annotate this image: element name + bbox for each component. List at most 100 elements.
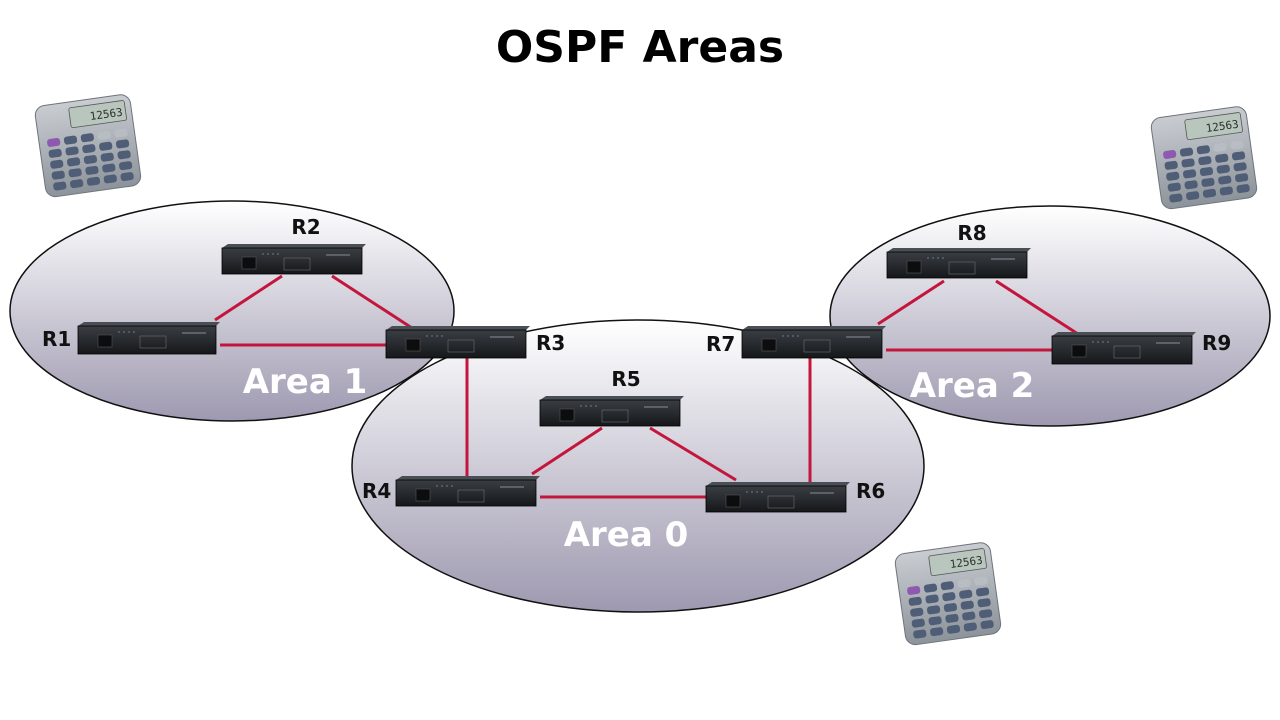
router-top — [78, 322, 220, 326]
calculator-key — [82, 144, 96, 154]
area-0-ellipse — [351, 319, 925, 613]
area-1-label: Area 1 — [243, 362, 368, 402]
calculator-key — [48, 148, 62, 158]
calculator-key — [963, 622, 977, 632]
calculator-icon: 12563 — [1150, 106, 1258, 210]
calculator-key — [1164, 160, 1178, 170]
calculator-key — [119, 161, 133, 171]
router-port-icon — [906, 260, 922, 274]
link-r8-r9 — [995, 279, 1079, 336]
calculator-key — [1167, 182, 1181, 192]
calculator-key — [1215, 153, 1229, 163]
calculator-display: 12563 — [1205, 118, 1240, 135]
router-panel — [803, 339, 831, 353]
router-r5: R5 — [539, 367, 684, 427]
links-layer — [214, 274, 1079, 499]
router-port-icon — [761, 338, 777, 352]
calculator-icon: 12563 — [894, 542, 1002, 646]
calculator-key — [65, 146, 79, 156]
router-top — [887, 248, 1031, 252]
router-label-r7: R7 — [706, 332, 735, 356]
calculator-key — [1163, 149, 1177, 159]
calculator-key — [1216, 164, 1230, 174]
link-r1-r2 — [214, 274, 283, 322]
calculator-key — [1182, 169, 1197, 179]
router-label-r2: R2 — [291, 215, 320, 239]
router-label-r1: R1 — [42, 327, 71, 351]
calculator-key — [943, 603, 958, 612]
calculator-display: 12563 — [949, 554, 984, 571]
router-port-icon — [725, 494, 741, 508]
router-port-icon — [241, 256, 257, 270]
calculator-screen — [1184, 112, 1243, 141]
calculator-key — [1184, 180, 1198, 190]
calculator-key — [923, 583, 938, 593]
calculator-key — [975, 587, 990, 597]
router-panel — [1113, 345, 1141, 359]
calculator-key — [1166, 171, 1180, 181]
calculator-key — [1201, 177, 1215, 187]
router-panel — [283, 257, 311, 271]
calculator-key — [103, 174, 117, 184]
router-r6: R6 — [705, 479, 885, 513]
calculator-key — [63, 135, 78, 145]
router-panel — [948, 261, 976, 275]
calculator-key — [980, 620, 994, 630]
calculator-key — [962, 611, 976, 621]
calculator-key — [86, 176, 101, 186]
calculator-key — [977, 598, 991, 608]
calculator-screen — [68, 100, 127, 129]
router-panel — [601, 409, 629, 423]
calculator-key — [1233, 162, 1247, 172]
calculator-display: 12563 — [89, 106, 124, 123]
calculator-key — [1231, 151, 1246, 161]
calculator-key — [945, 613, 959, 623]
link-r4-r5 — [531, 426, 603, 476]
router-label-r5: R5 — [611, 367, 640, 391]
calculator-key — [960, 600, 974, 610]
calculator-key — [1179, 147, 1194, 157]
calculator-icon: 12563 — [34, 94, 142, 198]
router-top — [222, 244, 366, 248]
calculator-key — [910, 607, 924, 617]
calculator-key — [930, 627, 944, 637]
area-2-label: Area 2 — [910, 366, 1035, 406]
router-port-icon — [559, 408, 575, 422]
calculator-key — [1199, 167, 1214, 176]
calculator-key — [83, 155, 98, 164]
calculator-key — [942, 592, 956, 602]
router-label-r4: R4 — [362, 479, 391, 503]
calculator-key — [117, 150, 131, 160]
calculator-key — [47, 137, 61, 147]
calculator-key — [908, 596, 922, 606]
calculator-key — [1186, 191, 1200, 201]
calculator-key — [925, 594, 939, 604]
calculator-key — [907, 585, 921, 595]
calculator-key — [928, 616, 942, 626]
router-r4: R4 — [362, 476, 540, 507]
link-r7-r8 — [877, 279, 945, 326]
calculator-key — [115, 139, 130, 149]
router-r3: R3 — [385, 326, 565, 359]
link-r5-r6 — [649, 426, 737, 482]
router-port-icon — [405, 338, 421, 352]
router-panel — [457, 489, 485, 503]
calculator-key — [51, 170, 65, 180]
calculator-key — [979, 609, 993, 619]
router-label-r9: R9 — [1202, 331, 1231, 355]
router-label-r6: R6 — [856, 479, 885, 503]
calculator-key — [68, 168, 82, 178]
router-panel — [139, 335, 167, 349]
router-top — [540, 396, 684, 400]
router-top — [742, 326, 886, 330]
calculator-key — [1218, 175, 1232, 185]
calculator-key — [1213, 142, 1227, 152]
calculator-key — [99, 141, 113, 151]
calculator-key — [1219, 186, 1233, 196]
area-0-label: Area 0 — [564, 515, 689, 555]
router-top — [386, 326, 530, 330]
calculator-key — [974, 576, 988, 586]
